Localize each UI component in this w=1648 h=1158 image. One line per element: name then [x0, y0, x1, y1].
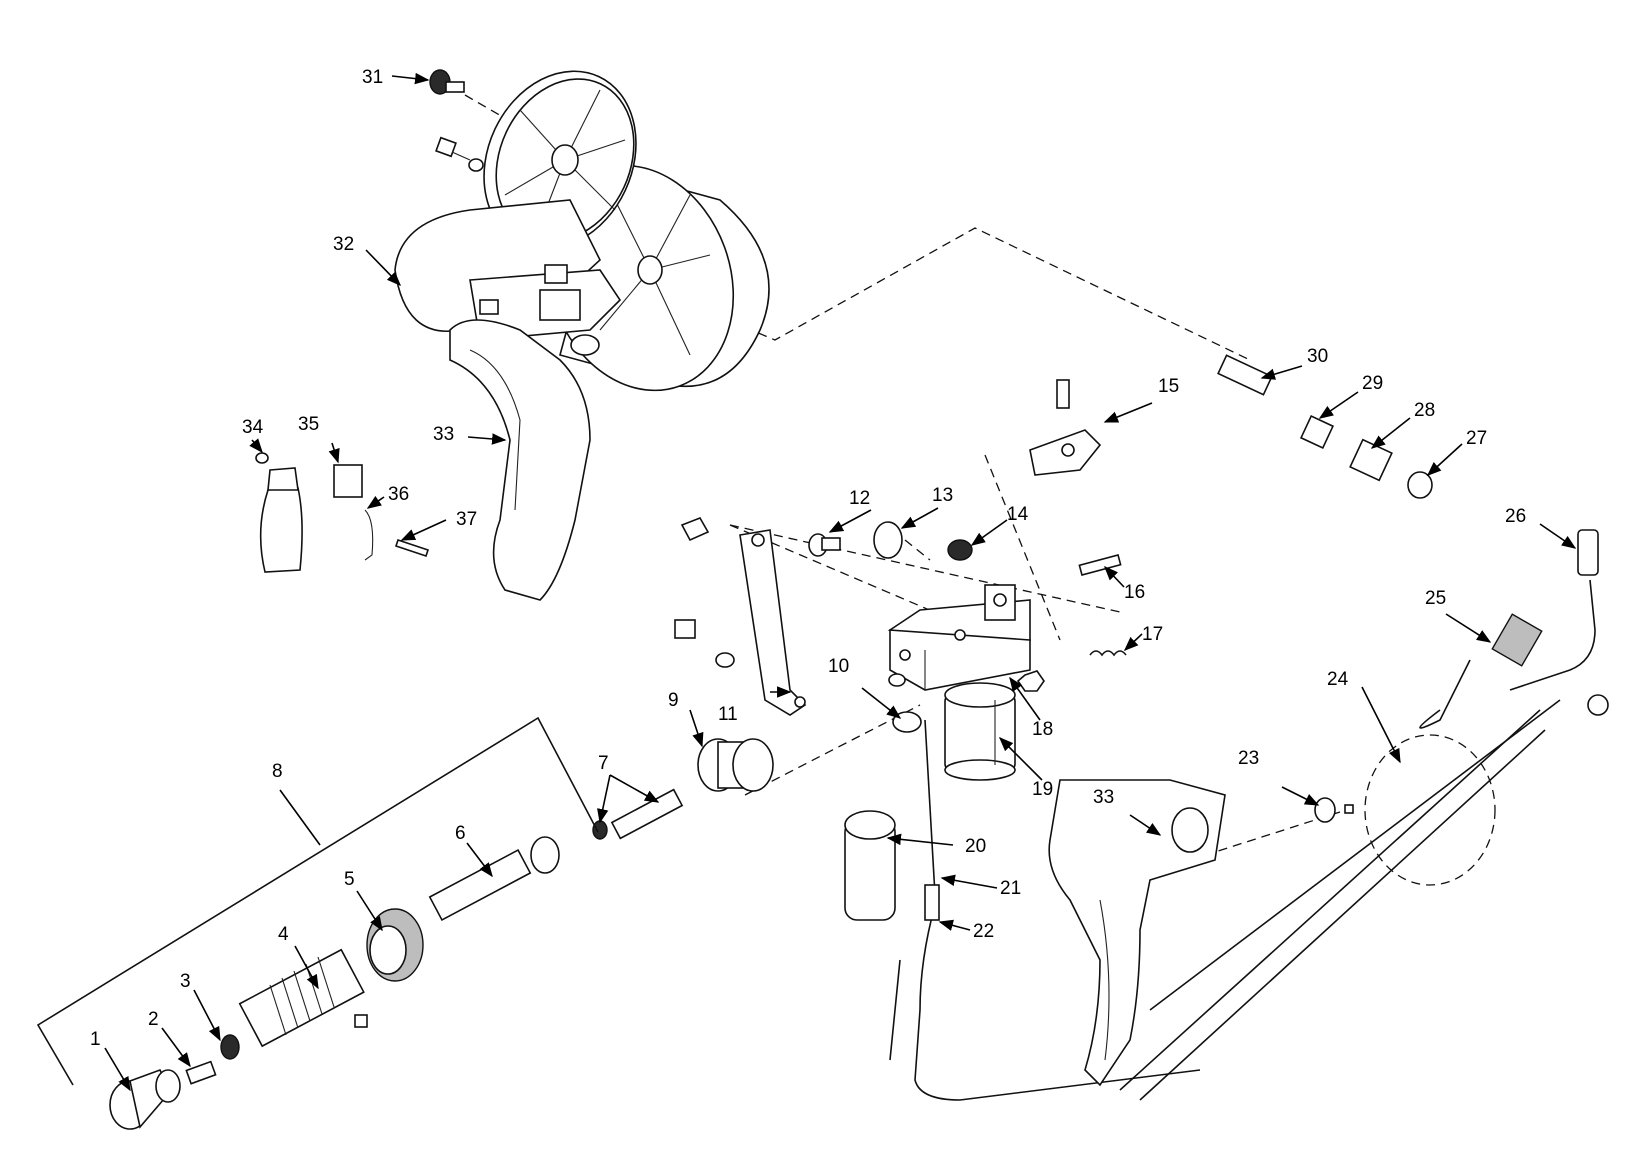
callout-30: 30 [1307, 346, 1328, 367]
callout-6: 6 [455, 823, 466, 844]
callout-21: 21 [1000, 878, 1021, 899]
callout-28: 28 [1414, 400, 1435, 421]
callout-35: 35 [298, 414, 319, 435]
callout-8: 8 [272, 761, 283, 782]
callout-29: 29 [1362, 373, 1383, 394]
callout-5: 5 [344, 869, 355, 890]
callout-15: 15 [1158, 376, 1179, 397]
callout-25: 25 [1425, 588, 1446, 609]
callout-23: 23 [1238, 748, 1259, 769]
callout-24: 24 [1327, 669, 1349, 690]
parts-27-to-30 [1217, 354, 1433, 499]
callout-36: 36 [388, 484, 409, 505]
callout-33-bottom: 33 [1093, 787, 1114, 808]
callout-33-top: 33 [433, 424, 454, 445]
callout-18: 18 [1032, 719, 1053, 740]
trigger-assembly-parts [255, 452, 430, 573]
callout-34: 34 [242, 417, 264, 438]
callout-11: 11 [718, 704, 738, 725]
callout-19: 19 [1032, 779, 1053, 800]
callout-1: 1 [90, 1029, 101, 1050]
hose-and-handle-assembly [844, 529, 1609, 1147]
callout-4: 4 [278, 924, 289, 945]
callout-32: 32 [333, 234, 354, 255]
callout-20: 20 [965, 836, 986, 857]
callout-7: 7 [598, 753, 609, 774]
callout-labels: 31 32 33 34 35 36 37 30 29 28 27 26 25 2… [90, 67, 1526, 1050]
callout-17: 17 [1142, 624, 1163, 645]
callout-14: 14 [1007, 504, 1029, 525]
callout-31: 31 [362, 67, 383, 88]
callout-22: 22 [973, 921, 994, 942]
callout-13: 13 [932, 485, 953, 506]
callout-2: 2 [148, 1009, 159, 1030]
gun-manifold-assembly [674, 379, 1127, 781]
callout-16: 16 [1124, 582, 1145, 603]
callout-leaders [104, 72, 1577, 1092]
kit-bracket-8 [36, 716, 599, 1086]
callout-3: 3 [180, 971, 191, 992]
callout-26: 26 [1505, 506, 1526, 527]
knob-part-31 [429, 69, 465, 95]
callout-12: 12 [849, 488, 870, 509]
callout-10: 10 [828, 656, 849, 677]
callout-9: 9 [668, 690, 679, 711]
wire-spool-assembly [394, 70, 770, 601]
callout-37: 37 [456, 509, 477, 530]
nozzle-assembly-parts [109, 738, 774, 1130]
callout-27: 27 [1466, 428, 1487, 449]
